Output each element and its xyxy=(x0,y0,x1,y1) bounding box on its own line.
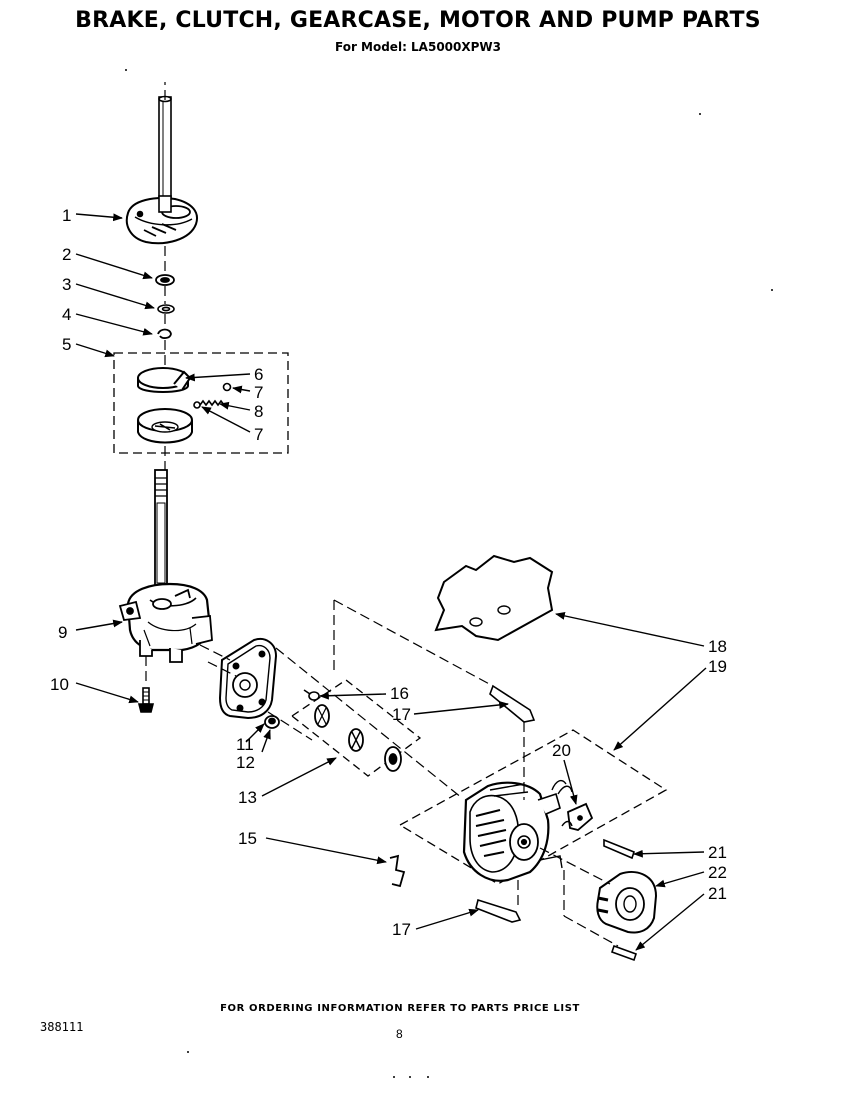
part-3-washer xyxy=(157,304,175,314)
model-subtitle: For Model: LA5000XPW3 xyxy=(334,40,502,54)
callout-20: 20 xyxy=(552,741,571,760)
part-16-screw xyxy=(303,689,320,701)
part-21-clip-upper xyxy=(603,838,635,860)
callout-17-lower: 17 xyxy=(392,920,411,939)
callout-2: 2 xyxy=(62,245,71,264)
callout-13: 13 xyxy=(238,788,257,807)
callout-11: 11 xyxy=(236,735,254,754)
callout-19: 19 xyxy=(708,657,727,676)
callout-1: 1 xyxy=(62,206,71,225)
callout-5: 5 xyxy=(62,335,71,354)
callout-22: 22 xyxy=(708,863,727,882)
pump-impeller xyxy=(314,704,402,772)
ordering-note: FOR ORDERING INFORMATION REFER TO PARTS … xyxy=(220,1003,580,1014)
callout-21-lower: 21 xyxy=(708,884,727,903)
scan-specks xyxy=(125,69,773,1078)
callout-7-lower: 7 xyxy=(254,425,263,444)
part-22-pump-bracket xyxy=(596,871,658,934)
assembly-lines xyxy=(145,82,619,947)
motor xyxy=(462,779,573,882)
callout-18: 18 xyxy=(708,637,727,656)
part-7-spring-cap-upper xyxy=(222,382,232,392)
part-6-brake-band xyxy=(137,367,192,393)
part-2-washer xyxy=(155,274,175,286)
page-title: BRAKE, CLUTCH, GEARCASE, MOTOR AND PUMP … xyxy=(75,8,761,33)
part-20-connector xyxy=(561,802,594,831)
part-15-clip xyxy=(389,854,406,888)
callout-10: 10 xyxy=(50,675,69,694)
part-9-gearcase xyxy=(118,469,213,663)
part-4-clip xyxy=(157,328,172,339)
callout-12: 12 xyxy=(236,753,255,772)
brake-drum xyxy=(137,408,193,444)
part-12-pump-nut xyxy=(264,715,280,729)
callout-4: 4 xyxy=(62,305,71,324)
part-18-motor-shield xyxy=(434,554,554,642)
part-19-motor-box xyxy=(398,729,668,885)
part-10-bolt xyxy=(137,687,155,713)
part-7-spring-cap-lower xyxy=(193,401,201,409)
callout-8: 8 xyxy=(254,402,263,421)
leader-lines xyxy=(75,213,707,951)
part-21-clip-lower xyxy=(610,944,638,962)
callout-6: 6 xyxy=(254,365,263,384)
callout-3: 3 xyxy=(62,275,71,294)
callout-7-upper: 7 xyxy=(254,383,263,402)
page-number: 8 xyxy=(396,1027,403,1041)
callout-21-upper: 21 xyxy=(708,843,727,862)
part-17-coupler-upper xyxy=(489,684,536,723)
callout-15: 15 xyxy=(238,829,257,848)
part-1-shaft-cam xyxy=(125,95,198,245)
callout-9: 9 xyxy=(58,623,67,642)
callout-16: 16 xyxy=(390,684,409,703)
callout-labels: 1 2 3 4 5 6 7 8 7 9 10 11 12 13 15 16 17… xyxy=(50,206,727,939)
part-11-pump-housing xyxy=(218,638,278,720)
part-5-brake-assembly-box xyxy=(113,352,289,454)
document-number: 388111 xyxy=(40,1020,84,1034)
callout-17-upper: 17 xyxy=(392,705,411,724)
part-17-coupler-lower xyxy=(475,898,522,923)
